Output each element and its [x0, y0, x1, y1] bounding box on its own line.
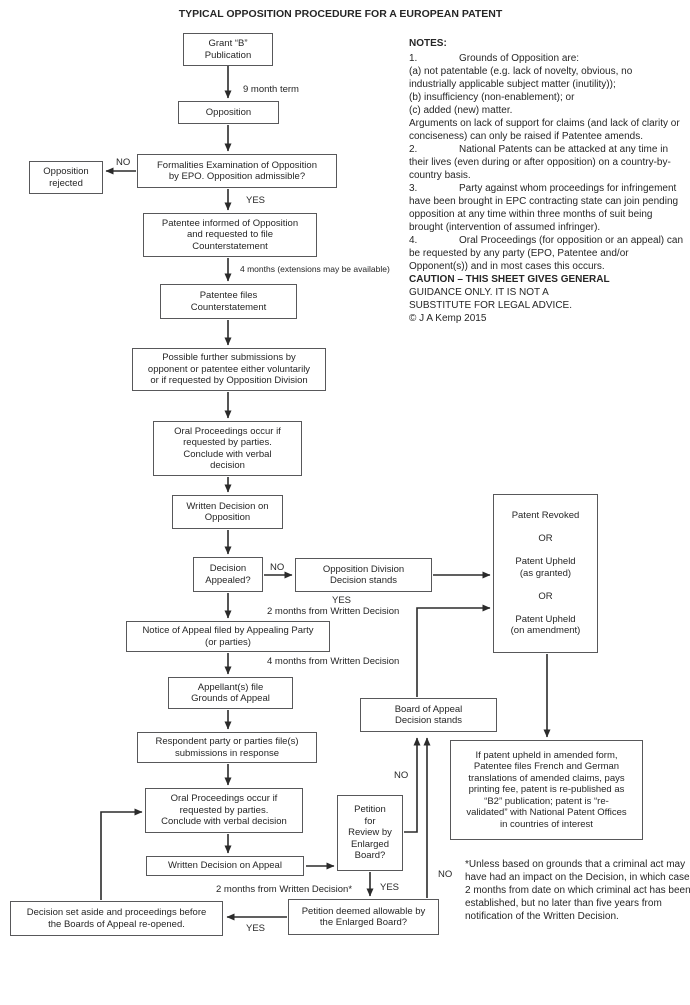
node-grant-b-publication: Grant “B” Publication — [183, 33, 273, 66]
footnote-criminal-act: *Unless based on grounds that a criminal… — [465, 859, 690, 922]
node-outcome-patent-revoked-or-upheld: Patent Revoked OR Patent Upheld (as gran… — [493, 494, 598, 653]
node-opposition-division-decision-stands: Opposition Division Decision stands — [295, 558, 432, 592]
node-notice-of-appeal: Notice of Appeal filed by Appealing Part… — [126, 621, 330, 652]
note-item-1-number: 1. — [409, 53, 418, 64]
node-opposition-rejected: Opposition rejected — [29, 161, 103, 194]
edge-label-2-months-written-decision: 2 months from Written Decision — [267, 606, 400, 617]
note-item-2: 2.National Patents can be attacked at an… — [409, 143, 688, 182]
notes-heading: NOTES: — [409, 38, 447, 49]
page-title: TYPICAL OPPOSITION PROCEDURE FOR A EUROP… — [178, 8, 503, 20]
edge-label-no-formalities: NO — [116, 157, 131, 168]
caution-heading: CAUTION – THIS SHEET GIVES GENERAL — [409, 274, 610, 285]
notes-panel: NOTES: 1. Grounds of Opposition are: (a) … — [409, 37, 688, 325]
node-oral-proceedings-opposition: Oral Proceedings occur if requested by p… — [153, 421, 302, 476]
node-decision-set-aside: Decision set aside and proceedings befor… — [10, 901, 223, 936]
edge-label-no-petition-allowable: NO — [438, 869, 453, 880]
node-decision-appealed: Decision Appealed? — [193, 557, 263, 592]
edge-label-4-months-extensions: 4 months (extensions may be available) — [240, 264, 390, 274]
edge-label-no-petition-review: NO — [394, 770, 409, 781]
node-patentee-informed: Patentee informed of Opposition and requ… — [143, 213, 317, 257]
note-item-1-text: Grounds of Opposition are: — [459, 53, 580, 64]
edge-label-no-appealed: NO — [270, 562, 285, 573]
copyright: © J A Kemp 2015 — [409, 313, 487, 324]
note-item-1c: (c) added (new) matter. — [409, 105, 513, 116]
node-formalities-examination: Formalities Examination of Opposition by… — [137, 154, 337, 188]
note-item-3: 3.Party against whom proceedings for inf… — [409, 182, 688, 234]
note-item-3-text: Party against whom proceedings for infri… — [409, 183, 679, 233]
node-patent-upheld-amended-form: If patent upheld in amended form, Patent… — [450, 740, 643, 840]
note-item-2-number: 2. — [409, 144, 418, 155]
node-further-submissions: Possible further submissions by opponent… — [132, 348, 326, 391]
node-appellants-file-grounds: Appellant(s) file Grounds of Appeal — [168, 677, 293, 709]
edge-label-4-months-written-decision: 4 months from Written Decision — [267, 656, 400, 667]
edge-label-yes-petition-review: YES — [380, 882, 400, 893]
note-item-4-number: 4. — [409, 235, 418, 246]
note-item-3-number: 3. — [409, 183, 418, 194]
note-item-4: 4.Oral Proceedings (for opposition or an… — [409, 234, 688, 273]
node-petition-for-review: Petition for Review by Enlarged Board? — [337, 795, 403, 871]
node-patentee-files-counterstatement: Patentee files Counterstatement — [160, 284, 297, 319]
edge-label-yes-formalities: YES — [246, 195, 266, 206]
arrow-petition-no-to-boa-stands — [404, 737, 421, 833]
node-petition-deemed-allowable: Petition deemed allowable by the Enlarge… — [288, 899, 439, 935]
note-item-1: 1. Grounds of Opposition are: — [409, 52, 688, 65]
node-opposition: Opposition — [178, 101, 279, 124]
arrow-boa-stands-to-outcome — [416, 604, 491, 697]
caution-text: GUIDANCE ONLY. IT IS NOT A SUBSTITUTE FO… — [409, 287, 572, 311]
edge-label-yes-petition-allowable: YES — [246, 923, 266, 934]
edge-label-9-month-term: 9 month term — [243, 84, 299, 95]
edge-label-yes-appealed: YES — [332, 595, 352, 606]
node-written-decision-opposition: Written Decision on Opposition — [172, 495, 283, 529]
node-board-of-appeal-decision-stands: Board of Appeal Decision stands — [360, 698, 497, 732]
note-item-4-text: Oral Proceedings (for opposition or an a… — [409, 235, 684, 272]
arrow-set-aside-to-oral-appeal — [100, 808, 143, 900]
note-item-2-text: National Patents can be attacked at any … — [409, 144, 671, 181]
note-item-1b: (b) insufficiency (non-enablement); or — [409, 92, 575, 103]
node-respondent-submissions: Respondent party or parties file(s) subm… — [137, 732, 317, 763]
node-written-decision-appeal: Written Decision on Appeal — [146, 856, 304, 876]
node-oral-proceedings-appeal: Oral Proceedings occur if requested by p… — [145, 788, 303, 833]
note-arguments: Arguments on lack of support for claims … — [409, 118, 680, 142]
edge-label-2-months-written-decision-star: 2 months from Written Decision* — [216, 884, 353, 895]
note-item-1a: (a) not patentable (e.g. lack of novelty… — [409, 66, 633, 90]
